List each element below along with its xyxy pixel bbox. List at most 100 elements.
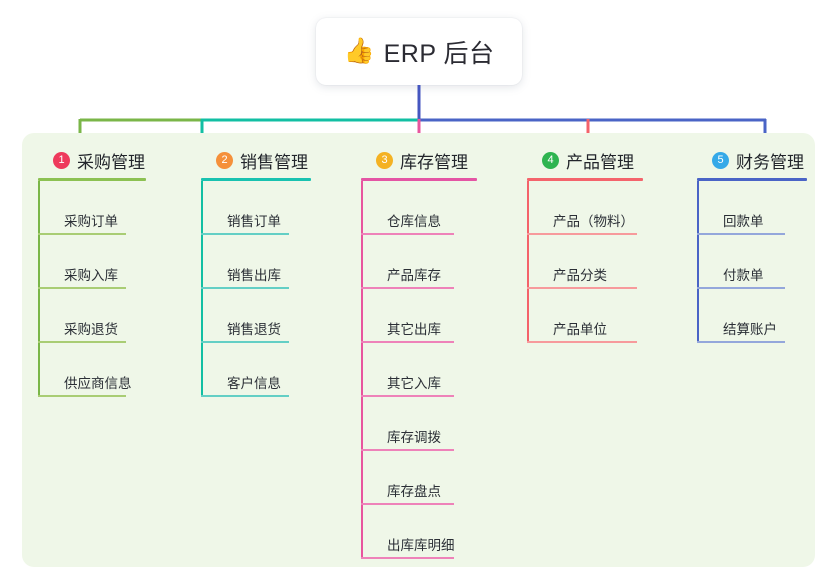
leaf-item-rule xyxy=(201,341,289,343)
branch-rule-5 xyxy=(697,178,807,181)
leaf-item-label: 仓库信息 xyxy=(387,214,441,229)
leaf-item[interactable]: 采购入库 xyxy=(38,235,146,289)
branch-header-1[interactable]: 1 采购管理 xyxy=(38,147,146,173)
branch-title-5: 财务管理 xyxy=(736,152,804,172)
branch-column-4: 4 产品管理产品（物料） 产品分类产品单位 xyxy=(527,147,643,343)
leaf-item-label: 库存盘点 xyxy=(387,484,441,499)
leaf-item-label: 库存调拨 xyxy=(387,430,441,445)
root-node-title: ERP 后台 xyxy=(383,39,495,68)
leaf-item-rule xyxy=(527,233,637,235)
branch-column-1: 1 采购管理采购订单采购入库采购退货供应商信息 xyxy=(38,147,146,397)
leaf-item[interactable]: 其它出库 xyxy=(361,289,477,343)
leaf-item-rule xyxy=(361,449,454,451)
leaf-item-rule xyxy=(361,287,454,289)
root-node-content: 👍 ERP 后台 xyxy=(343,34,494,70)
leaf-item-label: 采购订单 xyxy=(64,214,118,229)
leaf-item-label: 产品分类 xyxy=(553,268,607,283)
branch-header-4[interactable]: 4 产品管理 xyxy=(527,147,643,173)
leaf-item-rule xyxy=(38,233,126,235)
leaf-item[interactable]: 销售出库 xyxy=(201,235,311,289)
branch-badge-1: 1 xyxy=(53,151,70,169)
leaf-item[interactable]: 采购退货 xyxy=(38,289,146,343)
branch-header-3[interactable]: 3 库存管理 xyxy=(361,147,477,173)
leaf-item[interactable]: 仓库信息 xyxy=(361,181,477,235)
leaf-item[interactable]: 采购订单 xyxy=(38,181,146,235)
branch-rule-2 xyxy=(201,178,311,181)
branch-badge-3: 3 xyxy=(376,151,393,169)
leaf-list-4: 产品（物料） 产品分类产品单位 xyxy=(527,181,643,343)
branch-spine-2 xyxy=(201,181,203,397)
leaf-item-label: 采购入库 xyxy=(64,268,118,283)
leaf-item[interactable]: 回款单 xyxy=(697,181,807,235)
leaf-item-label: 销售出库 xyxy=(227,268,281,283)
leaf-item[interactable]: 销售订单 xyxy=(201,181,311,235)
leaf-item-rule xyxy=(361,395,454,397)
leaf-item[interactable]: 库存调拨 xyxy=(361,397,477,451)
leaf-item-rule xyxy=(38,395,126,397)
leaf-item-label: 其它入库 xyxy=(387,376,441,391)
leaf-item-label: 产品单位 xyxy=(553,322,607,337)
leaf-item-rule xyxy=(697,233,785,235)
leaf-item[interactable]: 付款单 xyxy=(697,235,807,289)
leaf-item[interactable]: 产品（物料） xyxy=(527,181,643,235)
leaf-item[interactable]: 出库库明细 xyxy=(361,505,477,559)
leaf-item-rule xyxy=(697,287,785,289)
leaf-item-rule xyxy=(527,341,637,343)
leaf-list-5: 回款单付款单结算账户 xyxy=(697,181,807,343)
leaf-item-rule xyxy=(201,395,289,397)
branch-rule-1 xyxy=(38,178,146,181)
thumbs-up-icon: 👍 xyxy=(343,37,375,65)
leaf-item[interactable]: 产品分类 xyxy=(527,235,643,289)
leaf-item-rule xyxy=(201,287,289,289)
leaf-item[interactable]: 库存盘点 xyxy=(361,451,477,505)
leaf-item[interactable]: 产品单位 xyxy=(527,289,643,343)
leaf-item-rule xyxy=(38,341,126,343)
leaf-item-label: 其它出库 xyxy=(387,322,441,337)
leaf-item[interactable]: 客户信息 xyxy=(201,343,311,397)
branch-spine-5 xyxy=(697,181,699,343)
branch-column-2: 2 销售管理销售订单销售出库销售退货客户信息 xyxy=(201,147,311,397)
leaf-list-3: 仓库信息产品库存其它出库其它入库库存调拨库存盘点出库库明细 xyxy=(361,181,477,559)
leaf-item-rule xyxy=(201,233,289,235)
leaf-item-label: 销售退货 xyxy=(227,322,281,337)
leaf-list-1: 采购订单采购入库采购退货供应商信息 xyxy=(38,181,146,397)
branch-title-4: 产品管理 xyxy=(566,152,634,172)
leaf-item[interactable]: 结算账户 xyxy=(697,289,807,343)
leaf-item[interactable]: 其它入库 xyxy=(361,343,477,397)
leaf-item-rule xyxy=(527,287,637,289)
leaf-item-rule xyxy=(361,557,454,559)
branch-column-3: 3 库存管理仓库信息产品库存其它出库其它入库库存调拨库存盘点出库库明细 xyxy=(361,147,477,559)
leaf-item-label: 销售订单 xyxy=(227,214,281,229)
branch-badge-5: 5 xyxy=(712,151,729,169)
leaf-item-rule xyxy=(361,341,454,343)
branch-header-2[interactable]: 2 销售管理 xyxy=(201,147,311,173)
branch-spine-1 xyxy=(38,181,40,397)
leaf-item-rule xyxy=(697,341,785,343)
branch-title-3: 库存管理 xyxy=(400,152,468,172)
branch-badge-2: 2 xyxy=(216,151,233,169)
leaf-item-rule xyxy=(38,287,126,289)
branch-title-2: 销售管理 xyxy=(240,152,308,172)
branch-title-1: 采购管理 xyxy=(77,152,145,172)
diagram-panel xyxy=(22,133,815,567)
leaf-item-rule xyxy=(361,503,454,505)
root-node-card[interactable]: 👍 ERP 后台 xyxy=(316,18,522,85)
leaf-item[interactable]: 供应商信息 xyxy=(38,343,146,397)
branch-rule-3 xyxy=(361,178,477,181)
leaf-item-rule xyxy=(361,233,454,235)
branch-spine-4 xyxy=(527,181,529,343)
leaf-item-label: 回款单 xyxy=(723,214,764,229)
leaf-item[interactable]: 销售退货 xyxy=(201,289,311,343)
leaf-item[interactable]: 产品库存 xyxy=(361,235,477,289)
leaf-item-label: 出库库明细 xyxy=(387,538,455,553)
leaf-item-label: 付款单 xyxy=(723,268,764,283)
leaf-item-label: 客户信息 xyxy=(227,376,281,391)
leaf-list-2: 销售订单销售出库销售退货客户信息 xyxy=(201,181,311,397)
leaf-item-label: 结算账户 xyxy=(723,322,777,337)
leaf-item-label: 产品库存 xyxy=(387,268,441,283)
branch-header-5[interactable]: 5 财务管理 xyxy=(697,147,807,173)
branch-badge-4: 4 xyxy=(542,151,559,169)
leaf-item-label: 产品（物料） xyxy=(553,214,634,229)
branch-rule-4 xyxy=(527,178,643,181)
branch-column-5: 5 财务管理回款单付款单结算账户 xyxy=(697,147,807,343)
